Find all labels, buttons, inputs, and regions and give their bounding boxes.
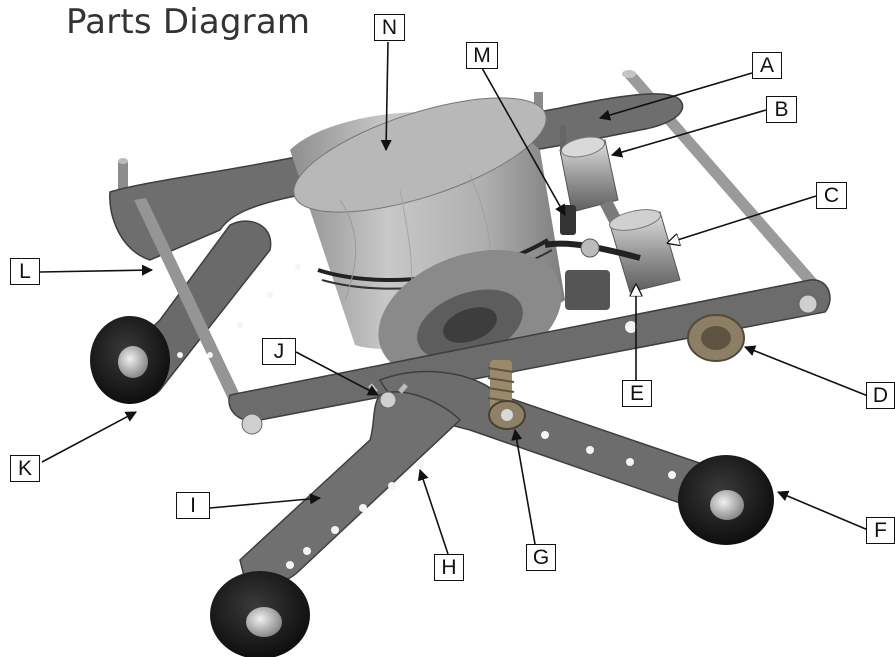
- leader-a: [598, 72, 753, 121]
- wheel-left-rear: [90, 316, 170, 404]
- wheel-left-front: [210, 571, 310, 657]
- label-f: F: [866, 517, 895, 544]
- left-front-rod: [134, 198, 240, 399]
- adjustment-knob: [687, 314, 745, 362]
- leader-h: [417, 468, 449, 555]
- front-bar-bolt-right: [798, 294, 818, 314]
- leader-m: [481, 67, 566, 216]
- front-frame-bar: [228, 279, 831, 422]
- wheel-right-front: [678, 455, 774, 545]
- adjustment-holes: [177, 264, 676, 569]
- label-e: E: [622, 380, 652, 407]
- leader-f: [776, 490, 869, 531]
- rear-rod-right: [622, 70, 826, 294]
- label-m: M: [466, 42, 498, 69]
- leader-i: [209, 493, 322, 509]
- label-l: L: [10, 258, 40, 285]
- leader-g: [511, 428, 536, 545]
- leader-lines: [39, 41, 869, 555]
- machine-illustration: [90, 70, 831, 657]
- page-title: Parts Diagram: [66, 2, 311, 42]
- label-n: N: [374, 14, 405, 41]
- counterweight-upper: [559, 125, 625, 230]
- label-h: H: [434, 554, 464, 581]
- front-bar-bolt-left: [241, 413, 263, 435]
- label-k: K: [10, 455, 40, 482]
- label-a: A: [752, 52, 782, 79]
- leader-n: [380, 41, 392, 152]
- leader-d: [743, 345, 869, 397]
- leader-k: [41, 411, 137, 463]
- counterweight-lower: [608, 209, 681, 293]
- label-d: D: [866, 382, 895, 409]
- compression-spring: [487, 360, 526, 430]
- label-g: G: [526, 544, 556, 571]
- label-c: C: [816, 182, 847, 209]
- leader-j: [295, 351, 379, 396]
- leader-l: [39, 264, 154, 276]
- label-j: J: [262, 338, 296, 365]
- leader-b: [610, 109, 767, 158]
- label-b: B: [766, 96, 797, 123]
- front-bar-hole: [625, 321, 637, 333]
- leader-c: [668, 195, 817, 243]
- label-i: I: [176, 492, 210, 519]
